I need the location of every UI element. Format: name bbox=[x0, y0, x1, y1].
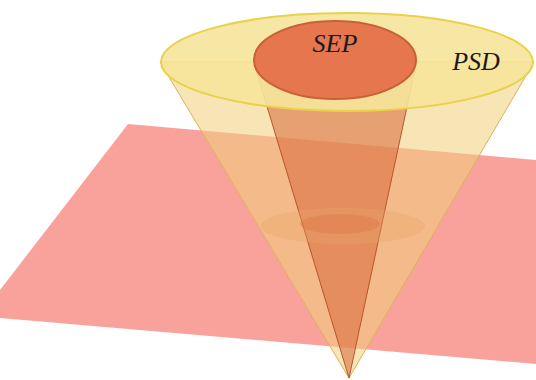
inner-section bbox=[300, 214, 380, 234]
region-label: SEP bbox=[313, 31, 358, 57]
region-label: PSD bbox=[452, 49, 500, 75]
sep-ellipse: SEP bbox=[253, 20, 417, 100]
outer-section bbox=[261, 208, 425, 244]
psd-ellipse: PSD SEP bbox=[160, 12, 534, 112]
